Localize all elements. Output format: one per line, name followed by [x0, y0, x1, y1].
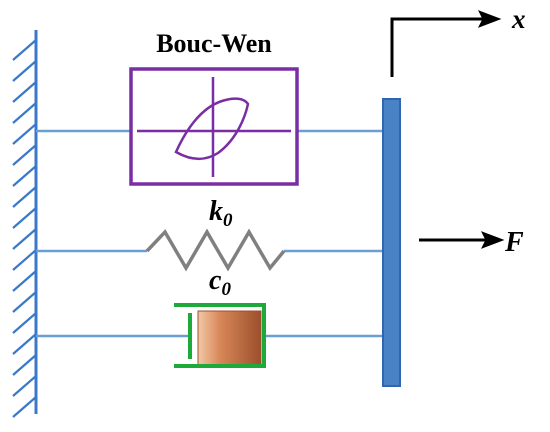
wall-hatch-line — [12, 375, 37, 397]
wall-hatch-line — [12, 186, 37, 208]
connector-lines — [36, 129, 383, 338]
wall-hatch-line — [12, 207, 37, 229]
fixed-wall-hatch-icon — [12, 30, 38, 418]
hysteresis-loop-icon — [129, 67, 299, 186]
wall-hatch-line — [12, 81, 37, 103]
force-label: F — [504, 227, 524, 258]
wall-hatch-line — [12, 144, 37, 166]
wall-hatch-line — [12, 228, 37, 250]
wall-hatch-line — [12, 312, 37, 334]
k0-label: k0 — [209, 196, 233, 231]
wall-hatch-line — [12, 291, 37, 313]
wall-hatch-line — [12, 333, 37, 355]
displacement-label: x — [511, 4, 526, 34]
elbow-arrow-icon — [390, 10, 502, 77]
moving-plate — [382, 98, 401, 387]
wall-hatch-line — [12, 39, 37, 61]
wall-hatch-line — [12, 270, 37, 292]
wall-hatch-line — [12, 249, 37, 271]
dashpot-piston — [197, 310, 262, 366]
arrow-right-icon — [419, 231, 505, 249]
c0-label: c0 — [209, 265, 231, 300]
dashpot-icon — [174, 303, 266, 368]
wall-hatch-line — [12, 354, 37, 376]
wall-hatch-line — [12, 102, 37, 124]
wall-hatch-line — [12, 123, 37, 145]
wall-hatch-line — [12, 396, 37, 418]
wall-hatch-line — [12, 60, 37, 82]
spring-icon — [145, 228, 286, 272]
bouc-wen-label: Bouc-Wen — [156, 29, 272, 58]
wall-hatch-line — [12, 165, 37, 187]
